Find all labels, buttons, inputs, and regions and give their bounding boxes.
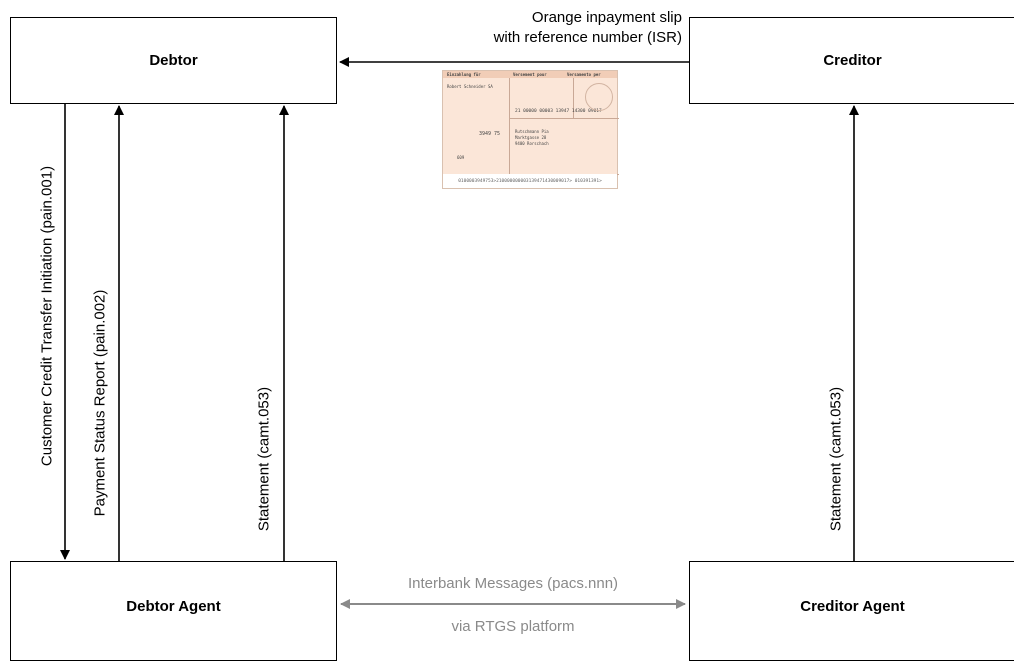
camt053-debtor-label: Statement (camt.053) (255, 386, 273, 532)
isr-slip-ref-number: 21 00000 00003 13947 14300 09017 (515, 109, 602, 114)
interbank-label: Interbank Messages (pacs.nnn) (407, 575, 619, 592)
diagram-arrows (60, 57, 859, 609)
creditor-label: Creditor (823, 52, 882, 69)
isr-slip-payer-city: 9400 Rorschach (515, 141, 549, 146)
isr-slip-payee: Robert Schneider SA (447, 84, 493, 89)
creditor-agent-box: Creditor Agent (689, 561, 1014, 661)
isr-slip-amount: 3949 75 (479, 131, 501, 137)
isr-slip-circle (585, 83, 613, 111)
creditor-agent-label: Creditor Agent (800, 598, 905, 615)
debtor-agent-box: Debtor Agent (10, 561, 337, 661)
isr-slip-payer-name: Rutschmann Pia (515, 129, 549, 134)
isr-slip-header-band (443, 71, 617, 78)
isr-slip-header-mid: Versement pour (513, 72, 547, 77)
isr-slip-account: 609 (457, 155, 465, 160)
isr-label-line2: with reference number (ISR) (493, 29, 682, 46)
isr-slip-payer-street: Marktgasse 28 (515, 135, 547, 140)
rtgs-label: via RTGS platform (451, 618, 575, 635)
isr-label-line1: Orange inpayment slip (531, 9, 682, 26)
debtor-agent-label: Debtor Agent (126, 598, 221, 615)
isr-slip-header-left: Einzahlung für (447, 72, 481, 77)
isr-slip-divider (509, 78, 510, 174)
pain002-label: Payment Status Report (pain.002) (91, 289, 109, 517)
camt053-creditor-label: Statement (camt.053) (827, 386, 845, 532)
isr-label: Orange inpayment slip with reference num… (494, 8, 682, 48)
isr-slip-header-right: Versamento per (567, 72, 601, 77)
isr-slip-code-line: 0100003949753>21000000000313947143000901… (443, 174, 617, 188)
creditor-box: Creditor (689, 17, 1014, 104)
debtor-box: Debtor (10, 17, 337, 104)
isr-slip-image: Einzahlung für Versement pour Versamento… (442, 70, 619, 189)
isr-slip-divider (509, 118, 619, 119)
debtor-label: Debtor (149, 52, 198, 69)
isr-slip-divider (573, 78, 574, 118)
pain001-label: Customer Credit Transfer Initiation (pai… (38, 165, 56, 467)
